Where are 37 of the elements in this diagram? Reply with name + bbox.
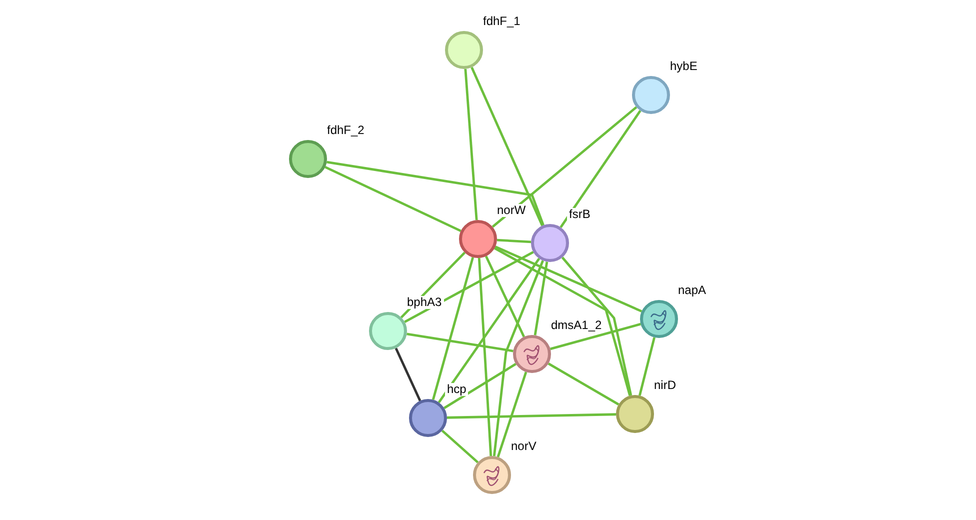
protein-label: napA [676, 284, 708, 297]
protein-label: hybE [668, 60, 700, 73]
protein-label: fsrB [567, 208, 592, 221]
interaction-line [394, 348, 422, 402]
interaction-line [478, 258, 492, 456]
interaction-line [548, 362, 620, 406]
interaction-line [492, 106, 638, 228]
interaction-line [324, 166, 462, 232]
interaction-line [494, 247, 632, 396]
protein-label: hcp [445, 383, 468, 396]
interaction-line [326, 160, 544, 226]
interaction-line [406, 332, 514, 352]
interaction-line [561, 256, 632, 396]
protein-label: fdhF_2 [325, 124, 366, 137]
interaction-line [560, 110, 642, 228]
interaction-line [492, 260, 544, 456]
interaction-line [534, 262, 548, 336]
interaction-line [432, 256, 474, 400]
protein-label: nirD [652, 379, 678, 392]
protein-label: norW [495, 204, 528, 217]
interaction-line [464, 68, 478, 220]
interaction-line [470, 66, 544, 226]
interaction-line [441, 430, 479, 464]
interaction-line [438, 258, 540, 404]
interaction-line [446, 413, 616, 419]
protein-label: norV [509, 440, 538, 453]
interaction-line [484, 256, 526, 338]
interaction-line [494, 246, 642, 312]
interaction-line [550, 322, 641, 350]
interaction-line [444, 362, 516, 410]
protein-label: bphA3 [405, 296, 444, 309]
interaction-line [496, 372, 528, 458]
protein-label: fdhF_1 [481, 15, 522, 28]
interaction-line [638, 337, 656, 396]
protein-label: dmsA1_2 [549, 319, 604, 332]
interaction-line [404, 251, 534, 323]
interaction-line [496, 238, 532, 244]
